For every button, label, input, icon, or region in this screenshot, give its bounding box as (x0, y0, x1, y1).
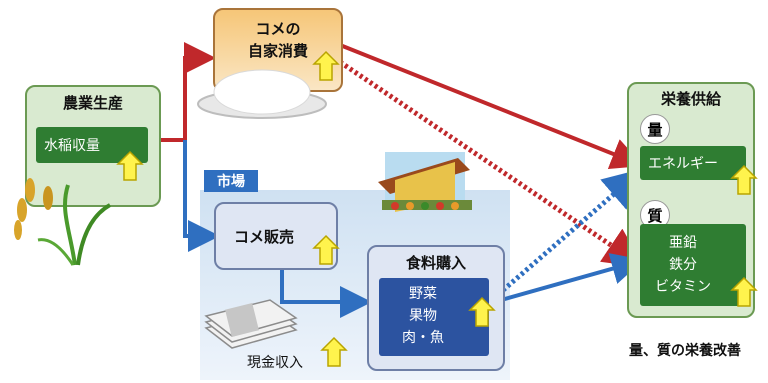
up-arrow-icon (312, 50, 340, 81)
up-arrow-icon (468, 296, 496, 327)
arrow-food-to-energy (492, 168, 644, 300)
self-line1: コメの (255, 20, 301, 38)
arrow-agri-to-sale (183, 140, 220, 252)
agri-title: 農業生産 (62, 94, 123, 112)
rice-sale-title: コメ販売 (233, 228, 294, 246)
rice-sale-box (214, 202, 338, 270)
food-item: 肉・魚 (402, 330, 444, 346)
nutrition-title: 栄養供給 (660, 90, 721, 108)
market-label: 市場 (204, 170, 258, 192)
micronutrient-item: ビタミン (655, 279, 711, 295)
micronutrient-item: 亜鉛 (669, 235, 697, 251)
up-arrow-icon (320, 336, 348, 367)
micronutrient-item: 鉄分 (669, 257, 697, 273)
quantity-badge: 量 (640, 114, 670, 144)
cash-income-label: 現金収入 (247, 355, 303, 371)
arrow-food-to-micros (493, 253, 644, 304)
food-purchase-title: 食料購入 (405, 254, 466, 272)
arrow-sale-to-food (280, 268, 372, 318)
self-line2: 自家消費 (247, 42, 308, 60)
up-arrow-icon (116, 150, 144, 181)
micronutrients-box (640, 224, 746, 306)
arrow-agri-to-self (158, 42, 216, 142)
nutrition-caption: 量、質の栄養改善 (629, 343, 741, 359)
up-arrow-icon (312, 234, 340, 265)
food-item: 果物 (409, 308, 437, 324)
up-arrow-icon (730, 164, 758, 195)
arrow-self-to-energy (339, 43, 644, 169)
energy-box: エネルギー (640, 146, 746, 180)
up-arrow-icon (730, 276, 758, 307)
food-item: 野菜 (409, 286, 437, 302)
food-items-box (379, 278, 489, 356)
